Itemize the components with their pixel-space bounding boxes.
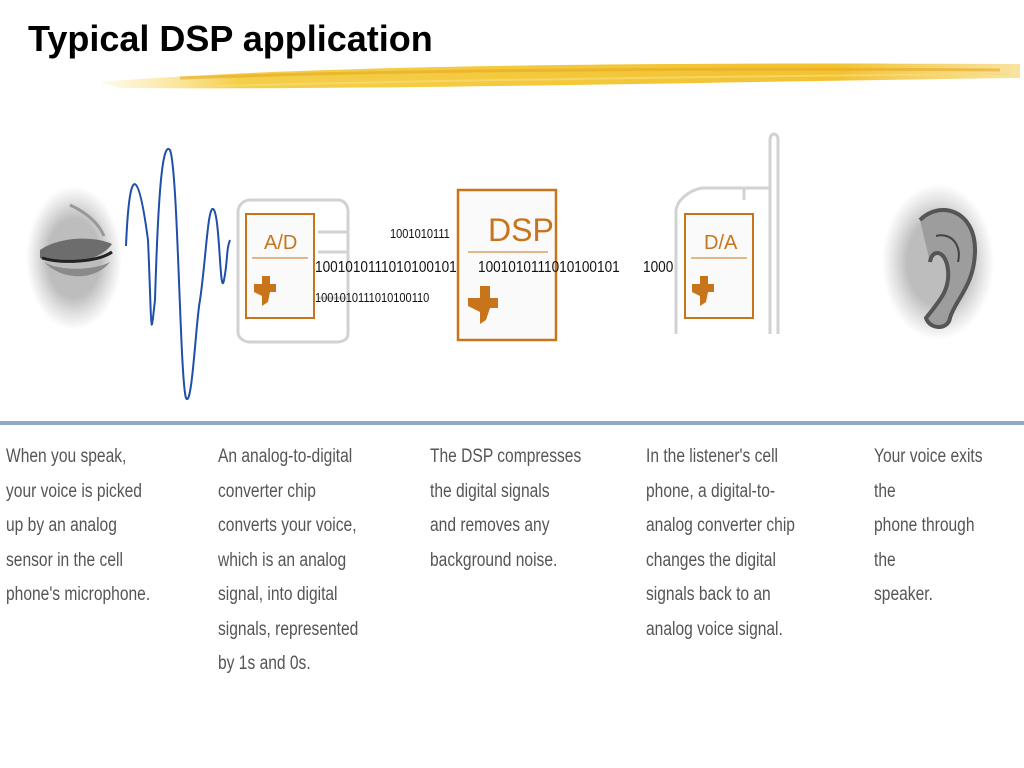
dsp-chip-label: DSP: [488, 212, 554, 248]
ti-logo-icon: [692, 276, 714, 306]
da-chip: [684, 213, 754, 319]
ad-chip-label: A/D: [264, 232, 298, 254]
step-2-text: An analog-to-digital converter chip conv…: [218, 446, 359, 674]
dsp-diagram: [26, 132, 994, 400]
section-divider: [0, 421, 1024, 425]
bits-main-left: 1001010111010100101: [315, 259, 457, 276]
dsp-chip: [456, 188, 558, 342]
ear-image: [882, 184, 994, 340]
ti-logo-icon: [254, 276, 276, 306]
page-title: Typical DSP application: [28, 18, 433, 59]
mouth-image: [26, 186, 122, 330]
sound-wave: [125, 147, 231, 400]
bits-bottom: 1001010111010100110: [315, 290, 430, 305]
ad-chip: [245, 213, 315, 319]
bits-top: 1001010111: [390, 226, 450, 241]
da-chip-label: D/A: [704, 232, 738, 254]
brush-stroke: [100, 63, 1020, 89]
step-3-text: The DSP compresses the digital signals a…: [430, 446, 582, 571]
sender-phone: [236, 198, 350, 344]
receiver-phone: [674, 132, 780, 334]
ti-logo-icon: [468, 286, 498, 324]
step-1-text: When you speak, your voice is picked up …: [6, 446, 151, 605]
bits-main-mid: 1001010111010100101: [478, 259, 620, 276]
step-4-text: In the listener's cell phone, a digital-…: [646, 446, 795, 640]
bits-main-right: 1000: [643, 259, 674, 276]
step-5-text: Your voice exits the phone through the s…: [874, 446, 983, 605]
